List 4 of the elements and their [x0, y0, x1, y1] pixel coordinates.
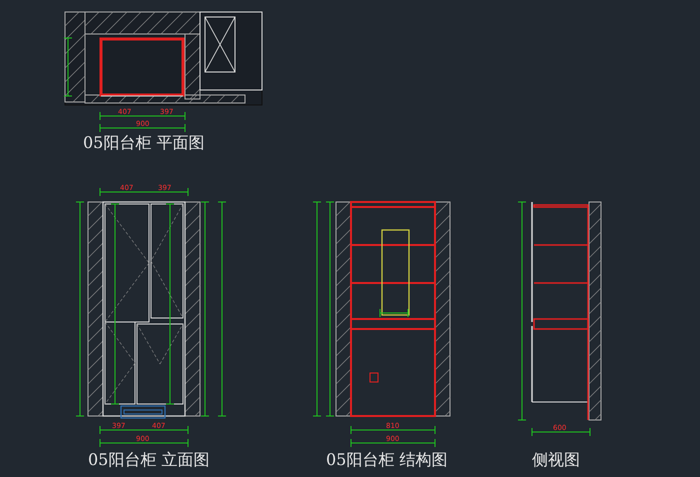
view-title: 侧视图: [532, 450, 580, 471]
view-title: 05阳台柜 立面图: [88, 450, 210, 471]
view-title: 05阳台柜 平面图: [83, 133, 204, 154]
view-title: 05阳台柜 结构图: [326, 450, 448, 471]
